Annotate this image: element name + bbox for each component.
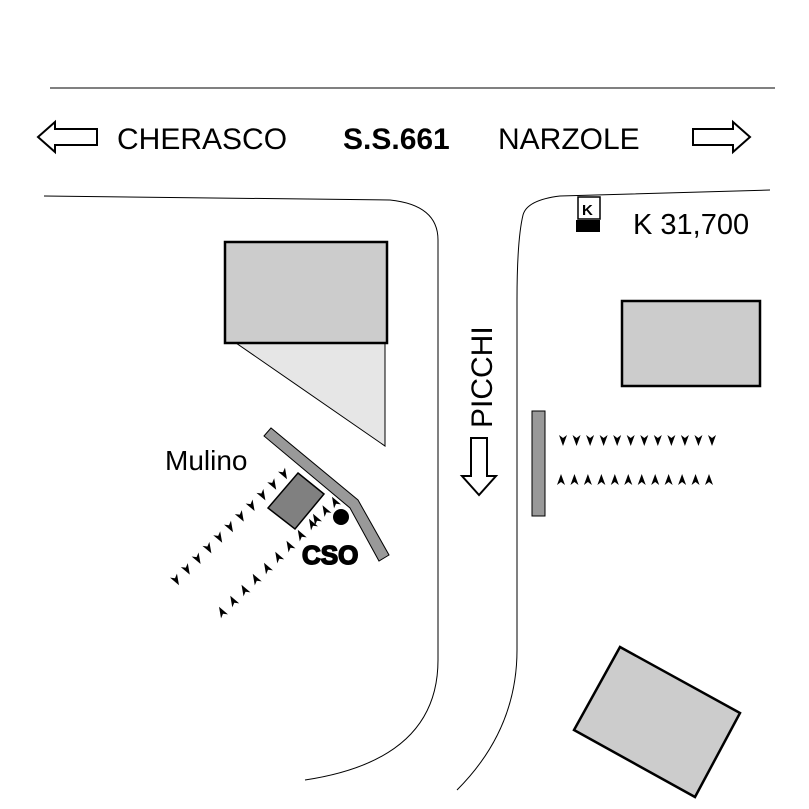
tree-icon: [680, 435, 689, 446]
label-picchi: PICCHI: [466, 326, 499, 428]
label-cso: CSO: [302, 540, 358, 570]
south-arrow-icon: [459, 437, 499, 497]
tree-icon: [286, 540, 296, 553]
tree-icon: [705, 474, 713, 485]
tree-icon: [599, 435, 608, 446]
building-southeast: [572, 645, 742, 799]
tree-icon: [219, 606, 228, 619]
building-shadow: [234, 342, 386, 447]
main-road-south-edge-east: [456, 189, 771, 791]
label-narzole: NARZOLE: [498, 123, 640, 156]
east-arrow-icon: [692, 119, 752, 155]
tree-icon: [252, 573, 262, 586]
tree-icon: [557, 474, 565, 485]
tree-icon: [653, 435, 662, 446]
tree-icon: [309, 518, 318, 531]
tree-icon: [586, 435, 595, 446]
tree-icon: [297, 529, 307, 542]
mill-channel: [263, 427, 390, 562]
tree-icon: [610, 474, 619, 485]
label-cherasco: CHERASCO: [117, 123, 287, 156]
tree-icon: [230, 595, 240, 608]
west-arrow-icon: [36, 119, 98, 155]
tree-icon: [224, 520, 233, 533]
tree-icon: [202, 541, 212, 554]
tree-icon: [640, 435, 649, 446]
building-east: [620, 299, 762, 388]
tree-icon: [694, 435, 703, 446]
tree-icon: [267, 478, 277, 490]
roadside-strip: [531, 410, 546, 517]
tree-icon: [651, 474, 660, 485]
main-road-south-edge-west: [43, 195, 439, 781]
tree-icon: [597, 474, 606, 485]
tree-icon: [691, 474, 700, 485]
vegetation-layer: [170, 435, 716, 619]
label-road-code: S.S.661: [343, 123, 450, 156]
tree-icon: [180, 563, 190, 575]
tree-icon: [278, 467, 287, 480]
tree-icon: [559, 435, 567, 446]
tree-icon: [678, 474, 687, 485]
cso-point-icon: [333, 509, 349, 525]
tree-icon: [332, 496, 341, 509]
tree-icon: [570, 474, 579, 485]
tree-icon: [708, 435, 716, 446]
tree-icon: [664, 474, 673, 485]
tree-icon: [572, 435, 581, 446]
tree-icon: [245, 499, 255, 511]
tree-icon: [264, 562, 273, 575]
tree-icon: [624, 474, 633, 485]
tree-icon: [322, 505, 332, 517]
tree-icon: [170, 573, 179, 586]
tree-icon: [213, 531, 223, 543]
tree-icon: [234, 510, 244, 522]
tree-icon: [256, 488, 266, 501]
label-mulino: Mulino: [165, 445, 247, 476]
tree-icon: [626, 435, 635, 446]
km-sign-glyph: K: [582, 202, 593, 219]
tree-icon: [241, 584, 251, 597]
tree-icon: [583, 474, 592, 485]
tree-icon: [613, 435, 622, 446]
tree-icon: [313, 513, 322, 526]
label-km-marker: K 31,700: [633, 209, 749, 241]
tree-icon: [191, 552, 201, 564]
tree-icon: [667, 435, 676, 446]
tree-icon: [275, 551, 285, 564]
tree-icon: [637, 474, 646, 485]
building-northwest: [223, 240, 389, 345]
mill-building: [266, 471, 326, 531]
km-sign-icon: K: [576, 196, 601, 232]
